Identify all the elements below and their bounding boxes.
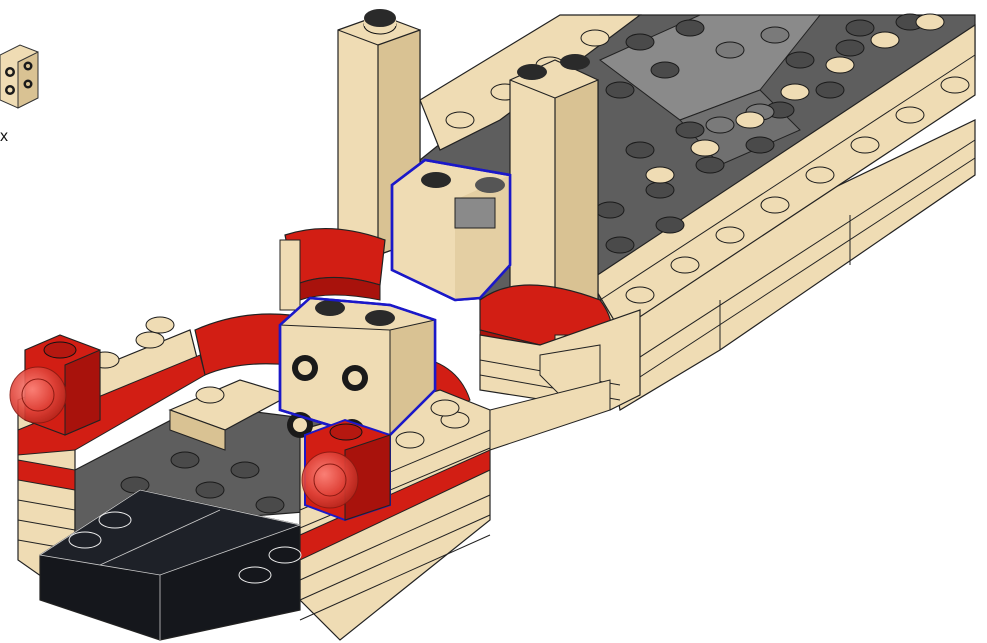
- parts-callout: [0, 45, 38, 108]
- parts-callout-quantity: x: [0, 128, 8, 146]
- trans-red-light-icon: [302, 452, 358, 508]
- highlighted-tan-1x2-brick: [392, 160, 510, 300]
- red-headlight-brick-right: [302, 420, 390, 520]
- tan-brick-with-studs-on-side-icon: [0, 45, 38, 108]
- tan-pillar-right: [510, 54, 598, 318]
- trans-red-light-icon: [10, 367, 66, 423]
- red-curved-slope-left: [280, 229, 385, 310]
